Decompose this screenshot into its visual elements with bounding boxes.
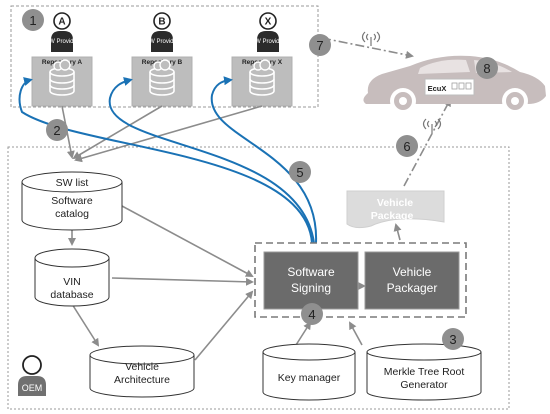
merkle-tree-line2: Generator (400, 379, 448, 391)
person-icon (151, 31, 173, 52)
ecu-label: EcuX (428, 84, 447, 93)
provider-x-head (259, 12, 277, 30)
blue-signing-arrows (18, 76, 318, 244)
step-badge-1: 1 (22, 9, 44, 31)
sw-list-title: SW list (56, 177, 89, 189)
software-signing-box: Software Signing (263, 251, 359, 310)
sw-provider-b: B SW Provider (145, 12, 179, 52)
key-manager-db: Key manager (262, 343, 356, 401)
oem-person: OEM (18, 355, 46, 396)
provider-b-head (153, 12, 171, 30)
ecu-chip-icon (451, 82, 472, 90)
step-badge-2: 2 (46, 119, 68, 141)
vehicle-packager-box: Vehicle Packager (364, 251, 460, 310)
step-badge-5: 5 (289, 161, 311, 183)
vin-database-db: VIN database (34, 248, 110, 307)
software-catalog-line2: catalog (55, 208, 89, 220)
vehicle-package-line1: Vehicle (377, 197, 413, 209)
vehicle-packager-line2: Packager (387, 281, 438, 295)
sw-provider-a: A SW Provider (45, 12, 79, 52)
wireless-transfer (321, 37, 451, 187)
vehicle-architecture-line2: Architecture (114, 374, 170, 386)
oem-label: OEM (22, 383, 43, 393)
repository-a: Repository A (31, 56, 93, 107)
step-number-5: 5 (296, 165, 303, 180)
provider-a-role: SW Provider (45, 39, 79, 45)
provider-a-letter: A (58, 17, 65, 28)
sw-provider-x: X SW Provider (251, 12, 285, 52)
person-icon (51, 31, 73, 52)
step-badge-8: 8 (476, 57, 498, 79)
step-number-3: 3 (449, 332, 456, 347)
software-catalog-db: SW list Software catalog (21, 171, 123, 231)
step-number-7: 7 (316, 38, 323, 53)
step-number-4: 4 (308, 307, 315, 322)
step-number-8: 8 (483, 61, 490, 76)
vehicle-architecture-line1: Vehicle (125, 361, 159, 373)
key-manager-label: Key manager (278, 372, 341, 384)
sw-provider-zone (10, 5, 319, 108)
provider-x-role: SW Provider (251, 39, 285, 45)
step-number-6: 6 (403, 139, 410, 154)
provider-x-letter: X (265, 17, 272, 28)
merkle-tree-db: Merkle Tree Root Generator (366, 343, 482, 401)
ecu-box: EcuX (424, 78, 475, 96)
vin-database-line2: database (50, 289, 93, 301)
database-cloud-icon (149, 59, 175, 96)
merkle-tree-line1: Merkle Tree Root (384, 366, 465, 378)
person-icon (18, 376, 46, 396)
step-number-2: 2 (53, 123, 60, 138)
gray-flow-arrows (61, 105, 402, 361)
wireless-signal-icon (361, 31, 381, 46)
vehicle-package-doc: Vehicle Package (346, 190, 445, 229)
repository-x: Repository X (231, 56, 293, 107)
software-catalog-line1: Software (51, 195, 93, 207)
signing-packager-group (254, 242, 467, 318)
provider-b-role: SW Provider (145, 39, 179, 45)
step-number-1: 1 (29, 13, 36, 28)
person-icon (257, 31, 279, 52)
vehicle-packager-line1: Vehicle (393, 265, 432, 279)
software-signing-line1: Software (287, 265, 335, 279)
vehicle-architecture-db: Vehicle Architecture (89, 345, 195, 398)
repository-b: Repository B (131, 56, 193, 107)
provider-a-head (53, 12, 71, 30)
oem-head (22, 355, 42, 375)
provider-b-letter: B (158, 17, 165, 28)
step-badge-6: 6 (396, 135, 418, 157)
step-badge-7: 7 (309, 34, 331, 56)
vehicle-package-line2: Package (371, 210, 414, 222)
step-badge-3: 3 (442, 328, 464, 350)
database-cloud-icon (249, 59, 275, 96)
software-signing-line2: Signing (291, 281, 331, 295)
database-cloud-icon (49, 59, 75, 96)
vin-database-line1: VIN (63, 276, 81, 288)
step-badge-4: 4 (301, 303, 323, 325)
oem-zone (7, 146, 510, 410)
wireless-signal-icon (422, 118, 442, 133)
